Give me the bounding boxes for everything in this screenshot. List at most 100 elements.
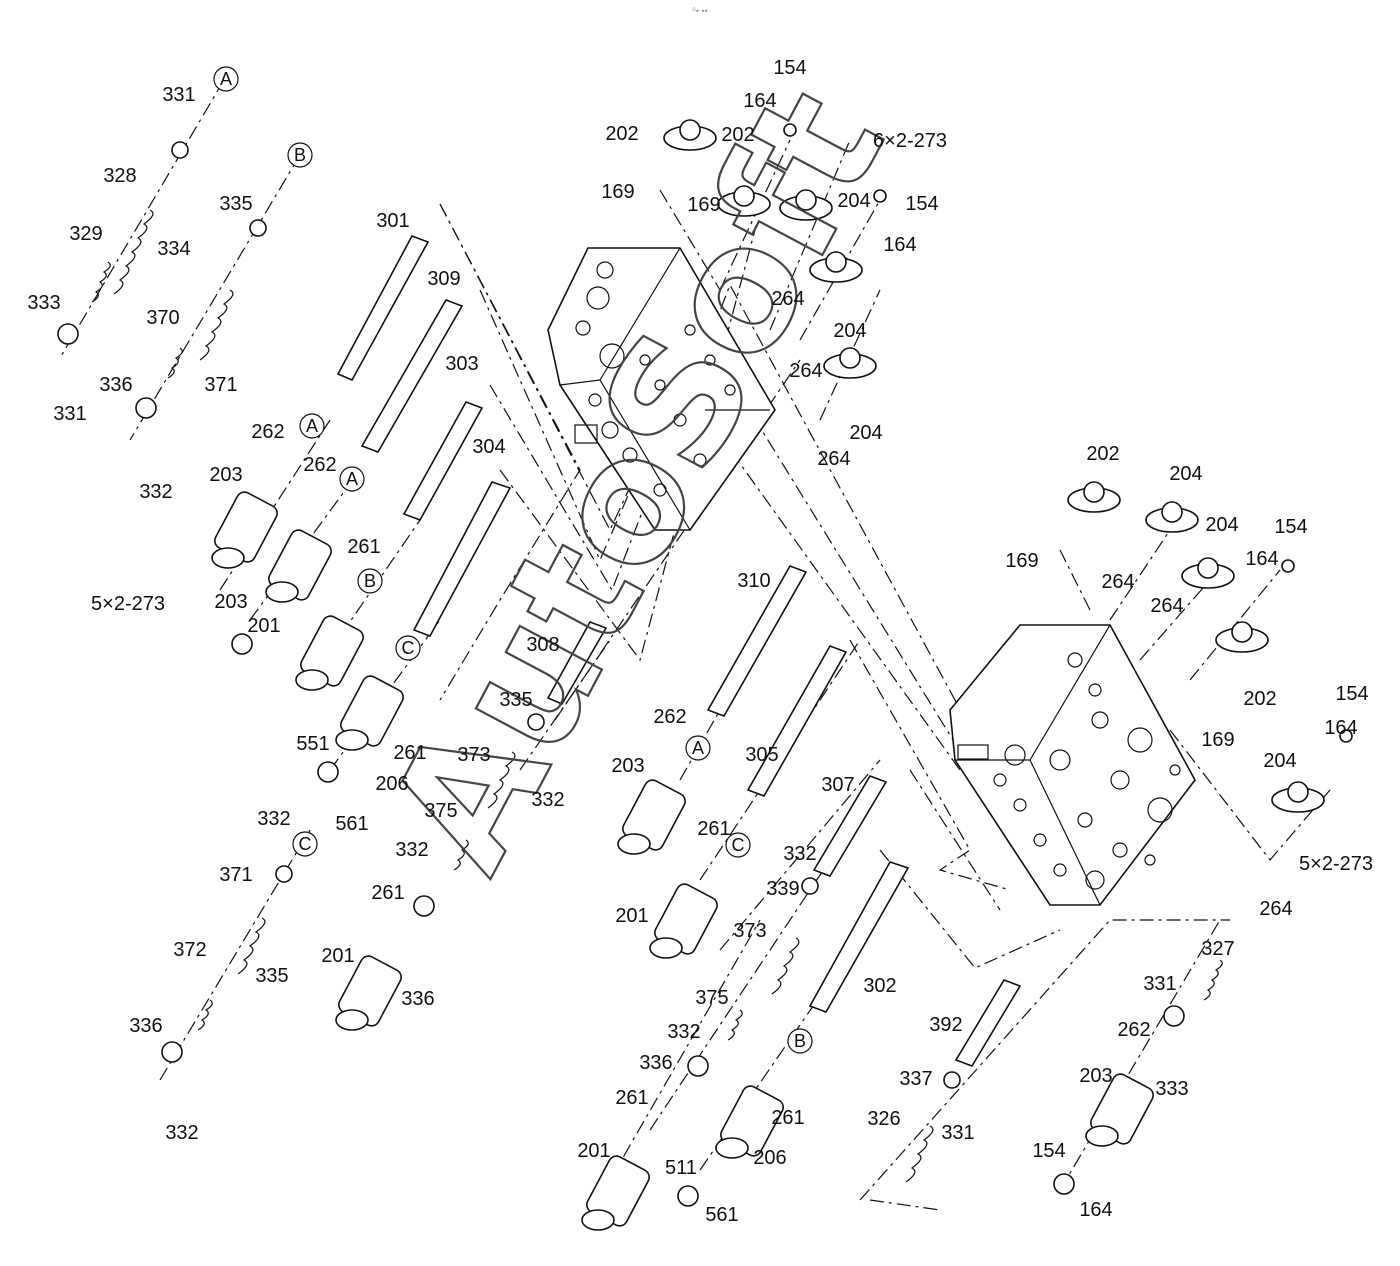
part-number: 308	[526, 634, 559, 656]
reference-letter: A	[220, 69, 232, 89]
reference-letter: C	[299, 834, 312, 854]
reference-letter: A	[692, 738, 704, 758]
part-number: 264	[1259, 898, 1292, 920]
upper-valve-body	[547, 247, 776, 531]
part-number: 261	[393, 742, 426, 764]
part-number: 333	[1155, 1078, 1188, 1100]
part-number: 204	[1205, 514, 1238, 536]
part-number: 154	[1032, 1140, 1065, 1162]
reference-letter: C	[732, 835, 745, 855]
part-number: 326	[867, 1108, 900, 1130]
part-number: 372	[173, 939, 206, 961]
part-number: 206	[375, 773, 408, 795]
reference-circle	[395, 635, 421, 661]
part-number: 204	[837, 190, 870, 212]
reference-circle	[299, 413, 325, 439]
part-number: 336	[401, 988, 434, 1010]
part-number: 202	[1243, 688, 1276, 710]
part-number: 301	[376, 210, 409, 232]
plugs-and-seals	[57, 123, 1353, 1207]
part-number: 561	[705, 1204, 738, 1226]
part-number: 310	[737, 570, 770, 592]
part-number: 336	[99, 374, 132, 396]
part-number: 261	[615, 1087, 648, 1109]
part-number: 307	[821, 774, 854, 796]
part-number: 551	[296, 733, 329, 755]
reference-circle	[339, 466, 365, 492]
part-number: 332	[395, 839, 428, 861]
part-number: 164	[743, 90, 776, 112]
part-number: 329	[69, 223, 102, 245]
solenoid-valves	[211, 491, 1154, 1231]
part-number: 201	[321, 945, 354, 967]
part-number: 5×2-273	[1299, 853, 1373, 875]
part-number: 331	[1143, 973, 1176, 995]
part-number: 328	[103, 165, 136, 187]
reference-circle	[787, 1028, 813, 1054]
part-number: 375	[424, 800, 457, 822]
part-number: 154	[905, 193, 938, 215]
part-number: 5×2-273	[91, 593, 165, 615]
part-number: 262	[1117, 1019, 1150, 1041]
part-number: 334	[157, 238, 190, 260]
part-number: 335	[219, 193, 252, 215]
part-number: 202	[1086, 443, 1119, 465]
part-number: 169	[1201, 729, 1234, 751]
cover-plates	[663, 119, 1325, 813]
part-number: 203	[214, 591, 247, 613]
part-number: 6×2-273	[873, 130, 947, 152]
part-number: 264	[771, 288, 804, 310]
part-number: 204	[1169, 463, 1202, 485]
part-number: 511	[665, 1157, 697, 1179]
reference-circle	[725, 832, 751, 858]
part-number: 201	[577, 1140, 610, 1162]
part-number: 339	[766, 878, 799, 900]
reference-letter: A	[346, 469, 358, 489]
part-number: 392	[929, 1014, 962, 1036]
reference-letter: A	[306, 416, 318, 436]
part-number: 336	[129, 1015, 162, 1037]
top-mark: ⁰• ••	[692, 6, 708, 16]
reference-letter: B	[794, 1031, 806, 1051]
part-number: 262	[653, 706, 686, 728]
part-number: 561	[335, 813, 368, 835]
reference-circle	[357, 568, 383, 594]
spools	[336, 235, 1022, 1067]
part-number: 370	[146, 307, 179, 329]
part-number: 302	[863, 975, 896, 997]
springs	[91, 209, 1223, 1183]
part-number: 332	[783, 843, 816, 865]
part-number: 332	[257, 808, 290, 830]
part-number: 169	[601, 181, 634, 203]
part-number: 373	[457, 744, 490, 766]
part-number: 202	[721, 124, 754, 146]
reference-circle	[213, 66, 239, 92]
part-number: 331	[941, 1122, 974, 1144]
part-number: 331	[53, 403, 86, 425]
part-number: 154	[1335, 683, 1368, 705]
reference-circle	[685, 735, 711, 761]
part-number: 203	[209, 464, 242, 486]
part-number: 337	[899, 1068, 932, 1090]
part-number: 261	[771, 1107, 804, 1129]
part-number: 262	[251, 421, 284, 443]
part-number: 202	[605, 123, 638, 145]
part-number: 261	[347, 536, 380, 558]
reference-letter: B	[364, 571, 376, 591]
part-number: 264	[817, 448, 850, 470]
part-number: 303	[445, 353, 478, 375]
part-number: 154	[773, 57, 806, 79]
part-number: 371	[219, 864, 252, 886]
part-number: 327	[1201, 938, 1234, 960]
reference-letter: B	[294, 145, 306, 165]
reference-circle	[292, 831, 318, 857]
part-number: 201	[247, 615, 280, 637]
part-number: 204	[849, 422, 882, 444]
part-number: 332	[165, 1122, 198, 1144]
reference-circle	[287, 142, 313, 168]
part-number: 169	[687, 194, 720, 216]
part-number: 332	[667, 1021, 700, 1043]
lower-valve-body	[949, 624, 1196, 906]
